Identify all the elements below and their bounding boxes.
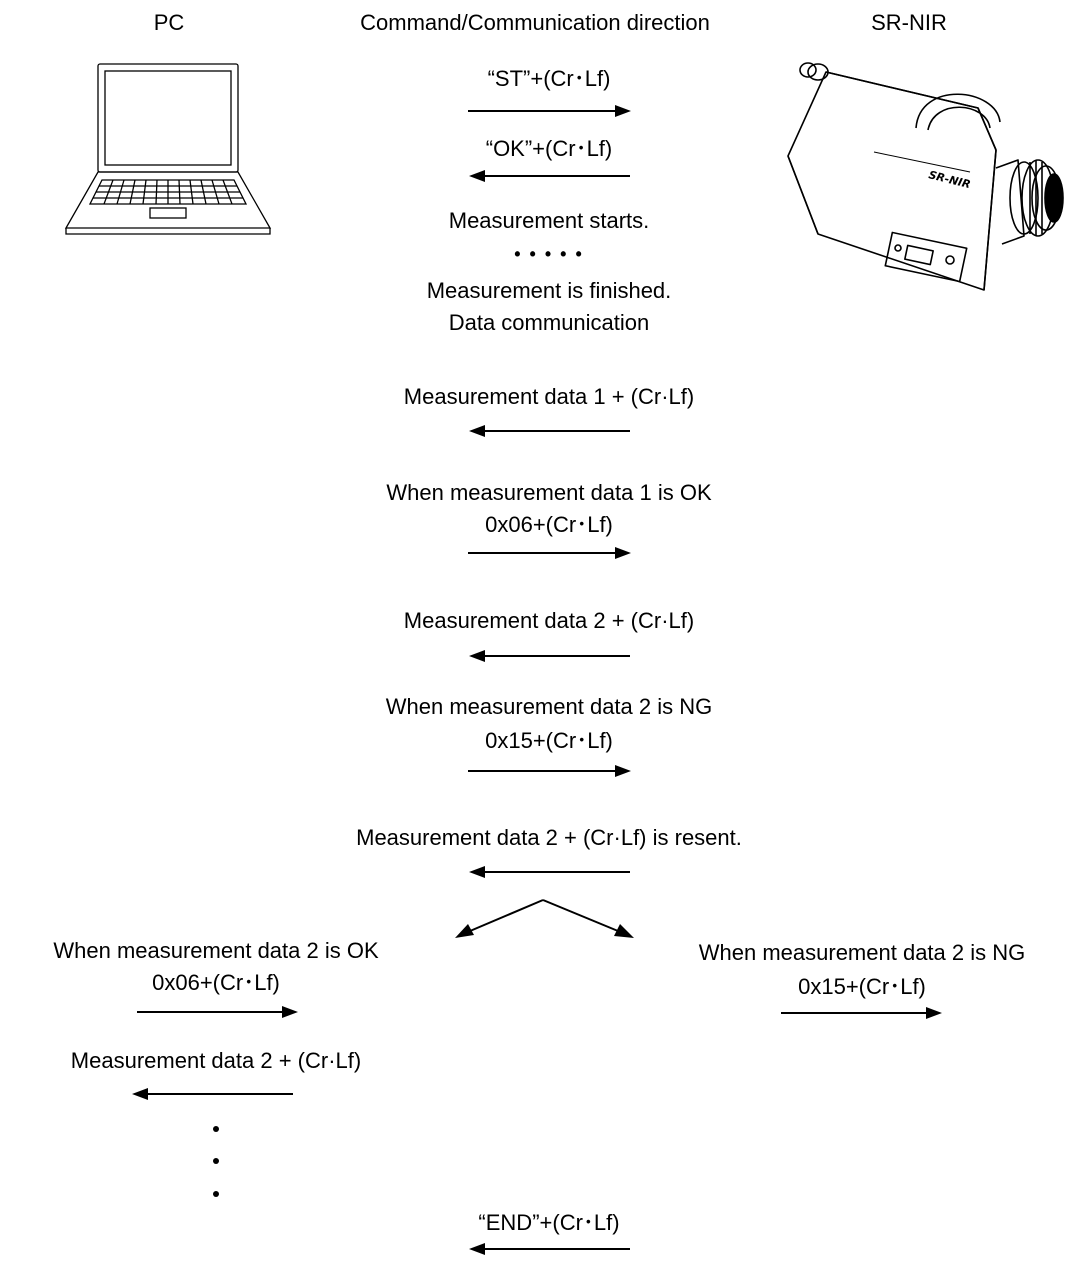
device-brand-text: SR-NIR: [927, 168, 972, 191]
st-command-label: “ST”+(Cr･Lf): [487, 66, 611, 91]
arrow-right-pc-to-device: [468, 105, 631, 117]
arrow-left-device-to-pc: [469, 650, 630, 662]
arrow-left-device-to-pc: [469, 425, 630, 437]
data2-ng-condition: When measurement data 2 is NG: [385, 694, 713, 719]
continuation-dot: [213, 1191, 219, 1197]
progress-dots: • • • • •: [514, 244, 584, 264]
arrow-right-pc-to-device: [137, 1006, 298, 1018]
pc-column-title: PC: [153, 10, 185, 35]
direction-column-title: Command/Communication direction: [360, 10, 710, 35]
spectroradiometer-icon: SR-NIR: [787, 62, 1064, 291]
laptop-icon: [64, 63, 272, 235]
arrow-left-device-to-pc: [469, 866, 630, 878]
arrow-left-device-to-pc: [469, 170, 630, 182]
nak1-label: 0x15+(Cr･Lf): [485, 728, 613, 753]
arrow-right-pc-to-device: [468, 547, 631, 559]
device-column-title: SR-NIR: [871, 10, 947, 35]
data1-ok-condition: When measurement data 1 is OK: [386, 480, 712, 505]
continuation-dot: [213, 1158, 219, 1164]
branch-data2-label: Measurement data 2 + (Cr·Lf): [70, 1048, 362, 1073]
continuation-dot: [213, 1126, 219, 1132]
ok-reply-label: “OK”+(Cr･Lf): [485, 136, 613, 161]
branch-ok-condition: When measurement data 2 is OK: [53, 938, 379, 963]
arrow-left-device-to-pc: [132, 1088, 293, 1100]
branch-ng-condition: When measurement data 2 is NG: [698, 940, 1026, 965]
data-communication-text: Data communication: [448, 310, 650, 335]
ack1-label: 0x06+(Cr･Lf): [485, 512, 613, 537]
data1-label: Measurement data 1 + (Cr·Lf): [403, 384, 695, 409]
measurement-starts-text: Measurement starts.: [448, 208, 650, 233]
measurement-finished-text: Measurement is finished.: [426, 278, 672, 303]
arrow-right-pc-to-device: [468, 765, 631, 777]
data2-resent-label: Measurement data 2 + (Cr·Lf) is resent.: [356, 825, 742, 850]
data2-label: Measurement data 2 + (Cr·Lf): [403, 608, 695, 633]
arrow-left-device-to-pc: [469, 1243, 630, 1255]
end-command-label: “END”+(Cr･Lf): [478, 1210, 620, 1235]
branch-ok-code: 0x06+(Cr･Lf): [152, 970, 280, 995]
branch-split-arrows: [455, 899, 634, 938]
branch-ng-code: 0x15+(Cr･Lf): [798, 974, 926, 999]
arrow-right-pc-to-device: [781, 1007, 942, 1019]
